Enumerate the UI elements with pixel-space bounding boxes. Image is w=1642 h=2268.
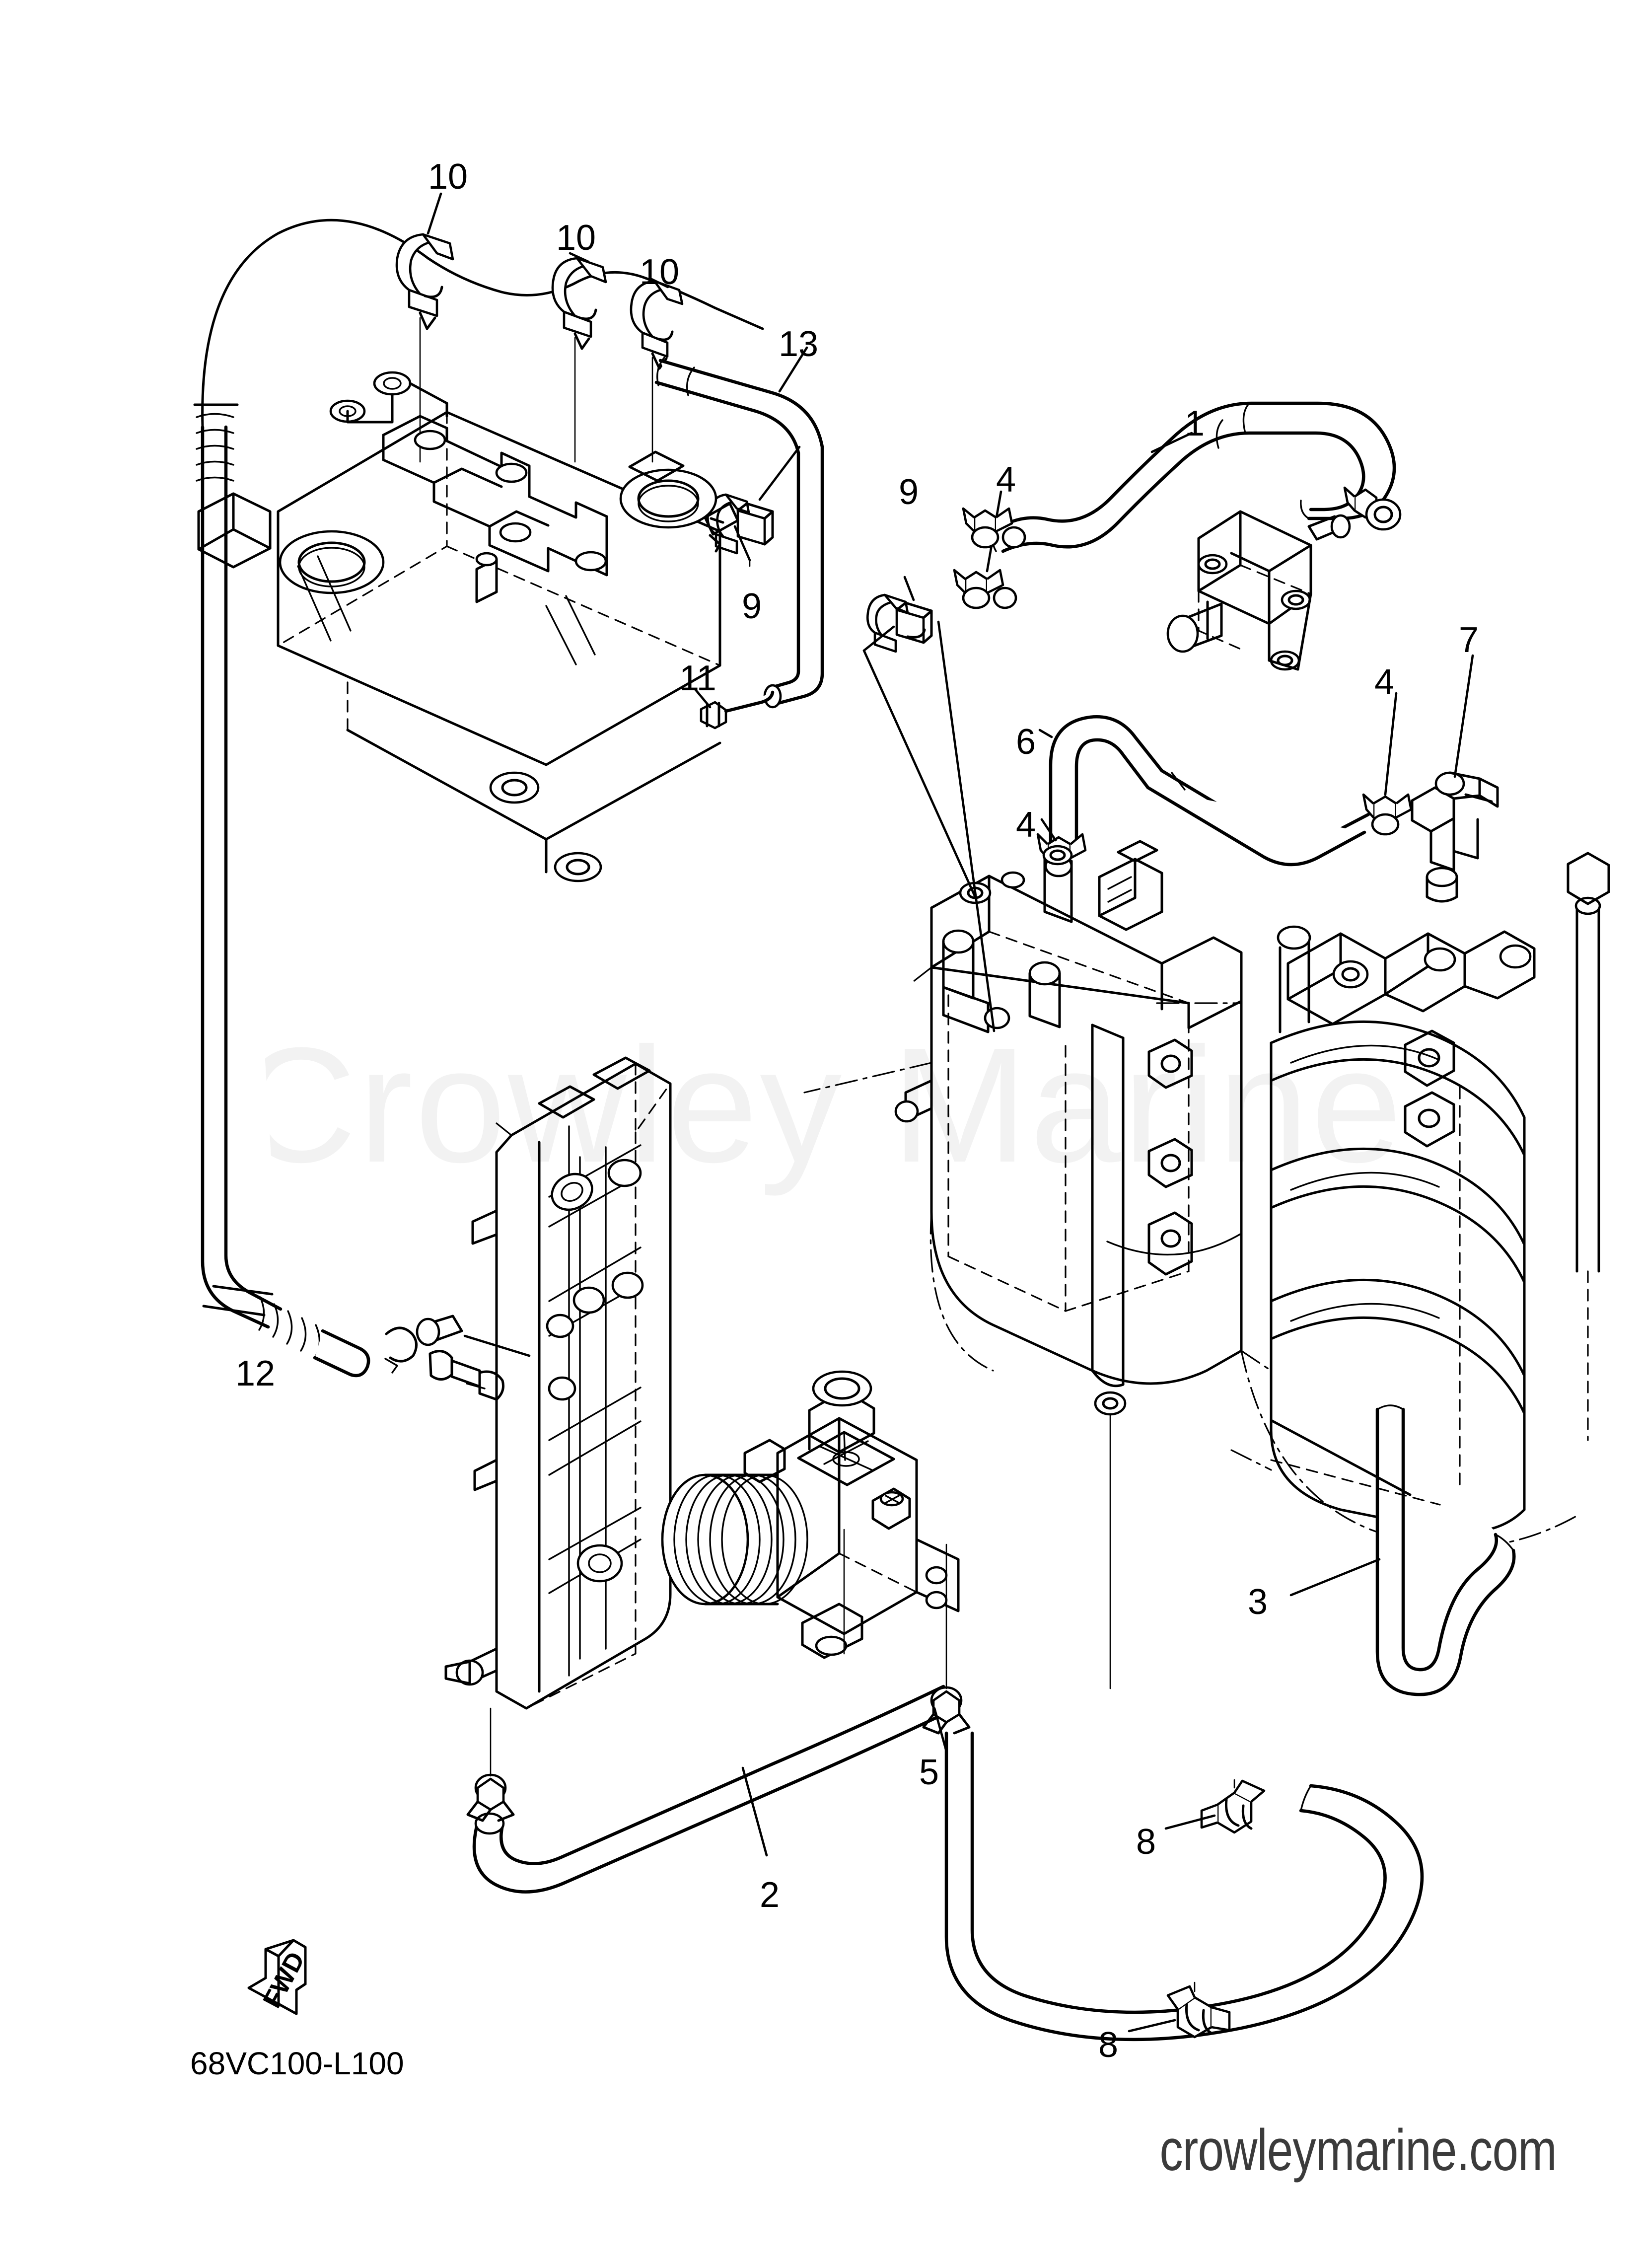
- callout-4-b[interactable]: 4: [1374, 662, 1395, 702]
- callout-2[interactable]: 2: [760, 1875, 780, 1915]
- callout-4-a[interactable]: 4: [996, 460, 1016, 500]
- hose-union-fittings: [384, 1326, 504, 1401]
- vapor-separator-tank: [862, 620, 1243, 1416]
- bottom-hose-loop: [944, 1731, 1424, 2042]
- callout-12[interactable]: 12: [235, 1354, 276, 1393]
- callout-9-a[interactable]: 9: [899, 472, 919, 512]
- hose-clip-4-d: [1362, 692, 1413, 836]
- footer-site-url[interactable]: crowleymarine.com: [1159, 2118, 1557, 2183]
- fuel-return-hose-2: [472, 1684, 945, 1894]
- engine-mount-bracket: [416, 1056, 672, 1710]
- callout-6[interactable]: 6: [1016, 722, 1036, 762]
- callout-13[interactable]: 13: [779, 324, 819, 364]
- intake-manifold: [929, 852, 1610, 1548]
- callout-9-b[interactable]: 9: [742, 586, 762, 626]
- leader-lines: [496, 559, 1441, 1689]
- hose-clip-8-a: [1164, 1779, 1266, 1834]
- callout-3[interactable]: 3: [1248, 1582, 1268, 1622]
- part-number-label: 68VC100-L100: [190, 2046, 404, 2081]
- callout-7[interactable]: 7: [1459, 620, 1479, 660]
- hose-clip-8-b: [1128, 1981, 1231, 2039]
- throttle-body: [661, 1370, 960, 1659]
- hose-joint-11: [694, 688, 775, 730]
- callout-8-b[interactable]: 8: [1098, 2025, 1119, 2065]
- fuel-inlet-hose-12: [193, 403, 370, 1378]
- forward-arrow-icon: FWD: [226, 1934, 355, 2041]
- hose-clip-4-b-on-hose1: [962, 507, 1026, 549]
- callout-5[interactable]: 5: [919, 1753, 939, 1792]
- callout-11[interactable]: 11: [679, 658, 716, 698]
- fuel-hose-1: [992, 401, 1396, 553]
- callout-10-b[interactable]: 10: [556, 218, 596, 258]
- reference-lines: [803, 1002, 1242, 1094]
- callout-1[interactable]: 1: [1185, 404, 1205, 443]
- cylinder-head-cover: [197, 371, 739, 882]
- pressure-regulator-7: [1411, 654, 1499, 903]
- callout-4-c[interactable]: 4: [1016, 805, 1036, 845]
- hose-fastener-left: [466, 1707, 515, 1822]
- callout-10-c[interactable]: 10: [640, 252, 680, 292]
- hose-clip-4-a: [953, 490, 1017, 609]
- hose-clamp-10-c: [630, 278, 684, 463]
- callout-10-a[interactable]: 10: [428, 157, 468, 197]
- hose-clamp-10-a: [395, 192, 454, 463]
- hose-holder-clip-9-b: [862, 576, 933, 653]
- drain-hose-3: [1289, 1404, 1516, 1696]
- hose-clamp-10-b: [551, 252, 607, 463]
- callout-8-a[interactable]: 8: [1136, 1822, 1156, 1862]
- vacuum-hose-6: [1038, 715, 1370, 867]
- fuel-pump: [1166, 486, 1402, 671]
